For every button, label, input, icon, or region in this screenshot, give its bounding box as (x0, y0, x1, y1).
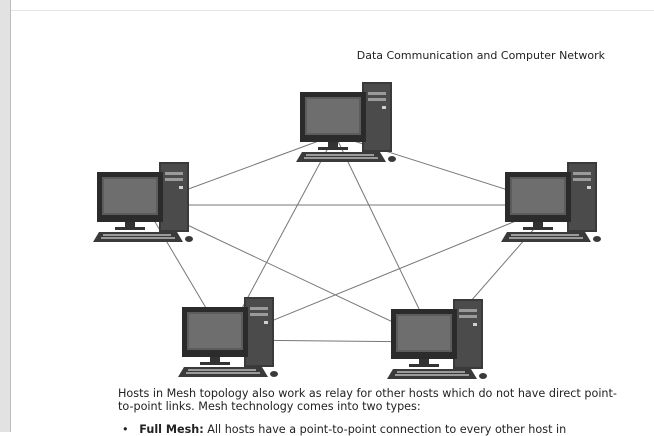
node-bottom-right (387, 299, 487, 379)
bullet-text: All hosts have a point-to-point connecti… (207, 423, 567, 436)
page-margin (0, 0, 10, 432)
node-bottom-left (178, 297, 278, 377)
node-top (296, 82, 396, 162)
page-border (10, 0, 11, 432)
node-right (501, 162, 601, 242)
paragraph-text: Hosts in Mesh topology also work as rela… (118, 387, 617, 413)
link-left-bottom-right (144, 204, 436, 343)
body-paragraph: Hosts in Mesh topology also work as rela… (118, 387, 618, 413)
link-top-bottom-right (334, 134, 436, 343)
page-top-rule (11, 10, 654, 11)
node-left (93, 162, 193, 242)
link-right-bottom-left (224, 204, 556, 341)
bullet-term: Full Mesh: (139, 423, 204, 436)
bullet-marker: • (122, 423, 129, 436)
bullet-item-full-mesh: • Full Mesh: All hosts have a point-to-p… (122, 423, 642, 436)
link-top-bottom-left (224, 134, 336, 341)
running-header: Data Communication and Computer Network (356, 49, 605, 62)
